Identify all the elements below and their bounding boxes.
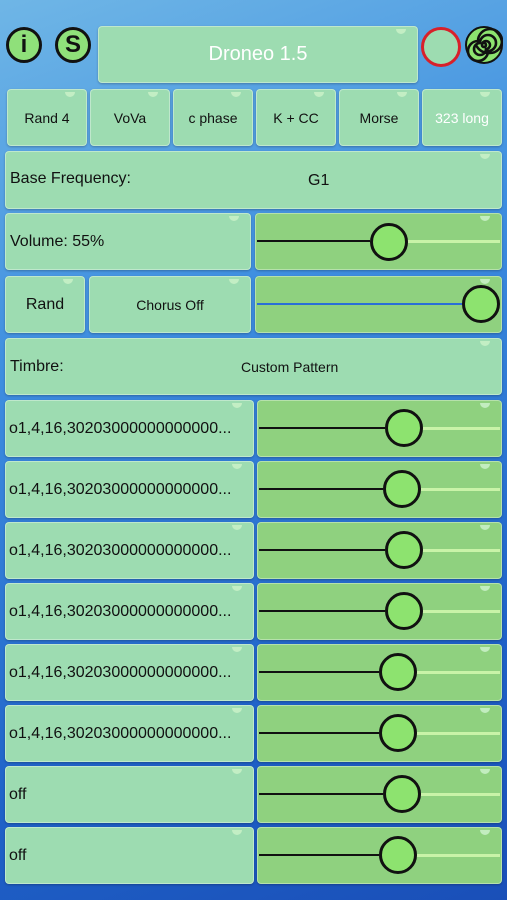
voice-pattern-field[interactable]: o1,4,16,30203000000000000... bbox=[5, 583, 254, 640]
voice-slider-rest bbox=[421, 793, 500, 796]
volume-slider-rest bbox=[408, 240, 500, 243]
voice-slider[interactable] bbox=[257, 766, 502, 823]
chorus-slider-fill bbox=[257, 303, 462, 305]
preset-button-label: 323 long bbox=[435, 109, 489, 126]
preset-button-label: K + CC bbox=[273, 109, 319, 126]
volume-slider-knob[interactable] bbox=[370, 223, 408, 261]
base-frequency-panel[interactable]: Base Frequency: G1 bbox=[5, 151, 502, 209]
voice-slider[interactable] bbox=[257, 644, 502, 701]
voice-pattern-field[interactable]: o1,4,16,30203000000000000... bbox=[5, 644, 254, 701]
chorus-slider-knob[interactable] bbox=[462, 285, 500, 323]
voice-pattern-field[interactable]: o1,4,16,30203000000000000... bbox=[5, 461, 254, 518]
voice-pattern-label: off bbox=[9, 785, 27, 803]
voice-slider[interactable] bbox=[257, 583, 502, 640]
base-frequency-label: Base Frequency: bbox=[10, 169, 131, 187]
timbre-value: Custom Pattern bbox=[241, 359, 339, 375]
preset-button-label: VoVa bbox=[113, 109, 147, 126]
voice-slider-knob[interactable] bbox=[385, 409, 423, 447]
voice-slider-rest bbox=[417, 854, 500, 857]
volume-slider[interactable] bbox=[255, 213, 502, 270]
voice-pattern-label: o1,4,16,30203000000000000... bbox=[9, 724, 232, 742]
voice-slider-knob[interactable] bbox=[383, 470, 421, 508]
chorus-button[interactable]: Chorus Off bbox=[89, 276, 251, 333]
voice-slider-rest bbox=[417, 732, 500, 735]
preset-button[interactable]: VoVa bbox=[90, 89, 170, 146]
voice-pattern-field[interactable]: o1,4,16,30203000000000000... bbox=[5, 705, 254, 762]
voice-slider-fill bbox=[259, 732, 379, 734]
voice-slider-fill bbox=[259, 793, 383, 795]
voice-pattern-label: o1,4,16,30203000000000000... bbox=[9, 541, 232, 559]
preset-button[interactable]: 323 long bbox=[422, 89, 502, 146]
voice-slider-fill bbox=[259, 854, 379, 856]
voice-pattern-label: off bbox=[9, 846, 27, 864]
voice-slider[interactable] bbox=[257, 827, 502, 884]
app-title: Droneo 1.5 bbox=[208, 43, 308, 65]
voice-slider-fill bbox=[259, 488, 383, 490]
voice-slider[interactable] bbox=[257, 705, 502, 762]
voice-slider-fill bbox=[259, 610, 385, 612]
record-button[interactable] bbox=[421, 27, 461, 67]
voice-slider-fill bbox=[259, 427, 385, 429]
timbre-label: Timbre: bbox=[10, 357, 64, 375]
rand-button[interactable]: Rand bbox=[5, 276, 85, 333]
voice-slider[interactable] bbox=[257, 461, 502, 518]
voice-slider[interactable] bbox=[257, 400, 502, 457]
title-panel: Droneo 1.5 bbox=[98, 26, 418, 83]
volume-panel: Volume: 55% bbox=[5, 213, 251, 270]
voice-pattern-field[interactable]: o1,4,16,30203000000000000... bbox=[5, 522, 254, 579]
s-icon-glyph: S bbox=[64, 31, 81, 58]
info-icon-glyph: i bbox=[20, 31, 28, 58]
preset-button-label: Morse bbox=[359, 109, 399, 126]
voice-pattern-label: o1,4,16,30203000000000000... bbox=[9, 480, 232, 498]
voice-slider-rest bbox=[423, 610, 500, 613]
preset-button[interactable]: c phase bbox=[173, 89, 253, 146]
volume-label: Volume: 55% bbox=[10, 232, 105, 250]
voice-slider-knob[interactable] bbox=[383, 775, 421, 813]
chorus-slider[interactable] bbox=[255, 276, 502, 333]
preset-button-label: Rand 4 bbox=[24, 109, 70, 126]
voice-slider-knob[interactable] bbox=[379, 714, 417, 752]
voice-slider-rest bbox=[417, 671, 500, 674]
voice-slider-knob[interactable] bbox=[385, 531, 423, 569]
voice-slider-rest bbox=[423, 549, 500, 552]
info-icon[interactable]: i bbox=[6, 27, 42, 63]
voice-pattern-field[interactable]: off bbox=[5, 827, 254, 884]
voice-pattern-label: o1,4,16,30203000000000000... bbox=[9, 602, 232, 620]
preset-button[interactable]: K + CC bbox=[256, 89, 336, 146]
base-frequency-value: G1 bbox=[308, 172, 330, 189]
timbre-panel[interactable]: Timbre: Custom Pattern bbox=[5, 338, 502, 395]
voice-slider-rest bbox=[423, 427, 500, 430]
voice-slider[interactable] bbox=[257, 522, 502, 579]
voice-slider-fill bbox=[259, 549, 385, 551]
preset-button[interactable]: Rand 4 bbox=[7, 89, 87, 146]
preset-button-label: c phase bbox=[188, 109, 238, 126]
spiral-icon[interactable] bbox=[465, 26, 504, 64]
voice-slider-knob[interactable] bbox=[385, 592, 423, 630]
voice-pattern-label: o1,4,16,30203000000000000... bbox=[9, 419, 232, 437]
voice-slider-rest bbox=[421, 488, 500, 491]
voice-slider-knob[interactable] bbox=[379, 653, 417, 691]
voice-pattern-label: o1,4,16,30203000000000000... bbox=[9, 663, 232, 681]
voice-pattern-field[interactable]: off bbox=[5, 766, 254, 823]
volume-slider-fill bbox=[257, 240, 370, 242]
preset-button[interactable]: Morse bbox=[339, 89, 419, 146]
rand-button-label: Rand bbox=[25, 295, 65, 313]
voice-slider-fill bbox=[259, 671, 379, 673]
voice-pattern-field[interactable]: o1,4,16,30203000000000000... bbox=[5, 400, 254, 457]
voice-slider-knob[interactable] bbox=[379, 836, 417, 874]
s-icon[interactable]: S bbox=[55, 27, 91, 63]
chorus-button-label: Chorus Off bbox=[136, 296, 204, 313]
